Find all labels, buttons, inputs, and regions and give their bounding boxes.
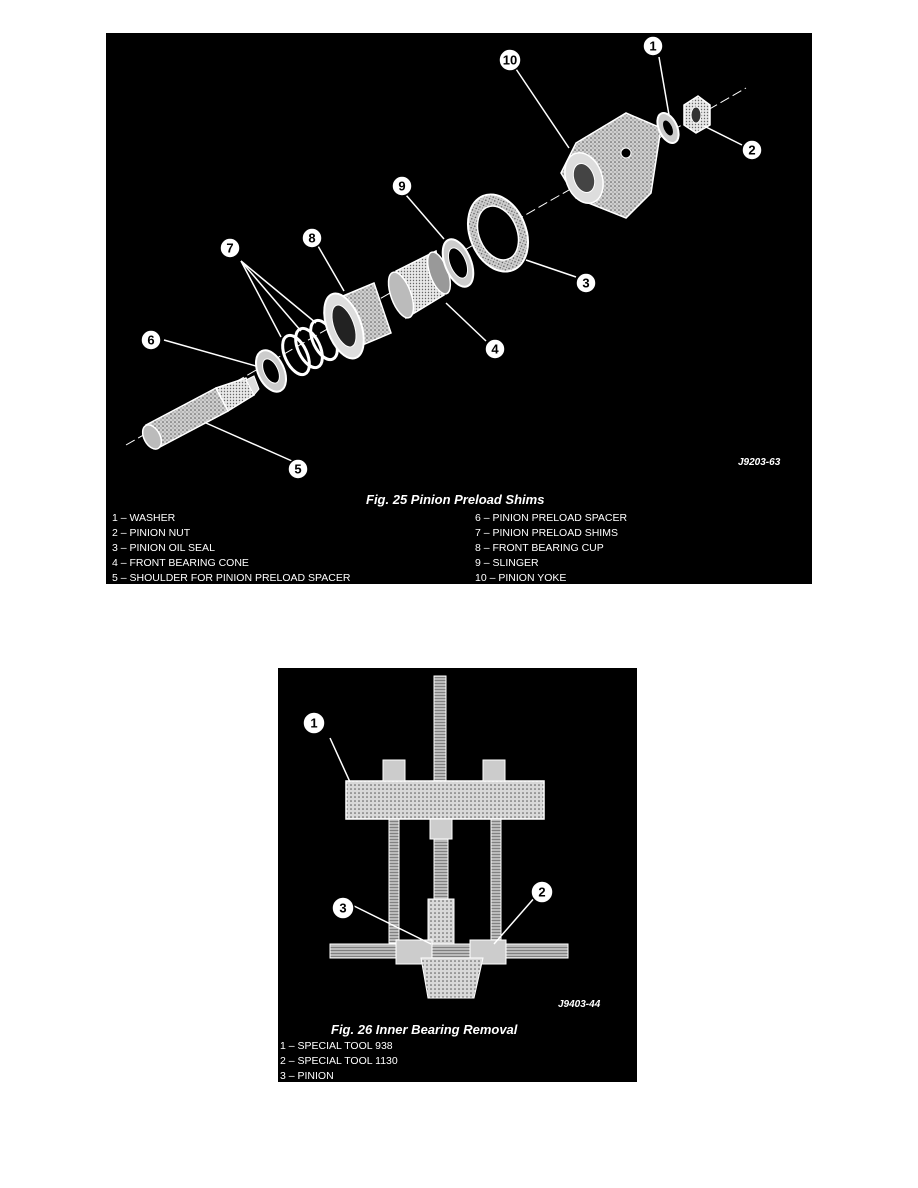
callout-fig26-2: 2 (530, 880, 554, 904)
svg-text:6: 6 (147, 333, 154, 348)
svg-text:1: 1 (649, 39, 656, 54)
svg-text:5: 5 (294, 462, 301, 477)
legend-item: 5 – SHOULDER FOR PINION PRELOAD SPACER (112, 572, 351, 584)
svg-text:7: 7 (226, 241, 233, 256)
callout-2: 2 (741, 139, 763, 161)
slinger-drawing (441, 238, 475, 288)
svg-text:2: 2 (538, 885, 545, 900)
legend-item: 3 – PINION (280, 1070, 334, 1082)
legend-item: 1 – SPECIAL TOOL 938 (280, 1040, 393, 1052)
legend-item: 7 – PINION PRELOAD SHIMS (475, 527, 618, 539)
figure-26-code: J9403-44 (558, 999, 601, 1010)
legend-item: 2 – PINION NUT (112, 527, 191, 539)
figure-25-legend-left: 1 – WASHER 2 – PINION NUT 3 – PINION OIL… (112, 511, 350, 584)
threaded-rod (433, 675, 447, 783)
legend-item: 6 – PINION PRELOAD SPACER (475, 512, 628, 524)
figure-26-illustration: 1 2 3 (302, 675, 569, 999)
figure-26-caption: Fig. 26 Inner Bearing Removal (331, 1022, 518, 1037)
figure-25-code: J9203-63 (738, 457, 781, 468)
svg-text:4: 4 (491, 342, 499, 357)
pinion-nut-drawing (683, 95, 711, 134)
callout-fig26-1: 1 (302, 711, 326, 735)
pinion-shaft (433, 838, 449, 900)
svg-text:10: 10 (503, 53, 517, 68)
figure-25-caption: Fig. 25 Pinion Preload Shims (366, 492, 545, 507)
right-side-rod (490, 818, 502, 944)
leader-lines (163, 56, 743, 462)
pinion-yoke-drawing (560, 112, 662, 219)
svg-text:2: 2 (748, 143, 755, 158)
pinion-oil-seal-drawing (467, 193, 529, 273)
washer-drawing (656, 112, 680, 144)
callout-7: 7 (219, 237, 241, 259)
svg-text:3: 3 (339, 901, 346, 916)
legend-item: 2 – SPECIAL TOOL 1130 (280, 1055, 398, 1067)
figure-25-illustration: 1 2 3 4 5 6 7 8 9 10 (125, 35, 763, 480)
svg-text:3: 3 (582, 276, 589, 291)
left-side-rod (388, 818, 400, 944)
legend-item: 1 – WASHER (112, 512, 176, 524)
callout-1: 1 (642, 35, 664, 57)
callout-10: 10 (498, 48, 522, 72)
front-bearing-cone-drawing (387, 249, 452, 320)
figure-26-inner-bearing-removal: 1 2 3 J9403-44 Fig. 26 Inner Bearing Rem… (278, 668, 637, 1082)
callout-9: 9 (391, 175, 413, 197)
pinion-gear (420, 957, 484, 999)
callout-6: 6 (140, 329, 162, 351)
legend-item: 4 – FRONT BEARING CONE (112, 557, 249, 569)
figure-25-legend-right: 6 – PINION PRELOAD SPACER 7 – PINION PRE… (475, 511, 627, 584)
pinion-shaft-drawing (141, 375, 260, 450)
figure-25-pinion-preload-shims: 1 2 3 4 5 6 7 8 9 10 J9203-63 Fig. 25 Pi… (106, 33, 812, 584)
callout-3: 3 (575, 272, 597, 294)
callout-5: 5 (287, 458, 309, 480)
front-bearing-cup-drawing (323, 281, 392, 360)
right-nut (482, 759, 506, 782)
callout-4: 4 (484, 338, 506, 360)
svg-text:8: 8 (308, 231, 315, 246)
special-tool-938-bar (345, 780, 545, 820)
legend-item: 9 – SLINGER (475, 557, 539, 569)
callout-8: 8 (301, 227, 323, 249)
figure-26-legend: 1 – SPECIAL TOOL 938 2 – SPECIAL TOOL 11… (280, 1039, 398, 1082)
svg-text:9: 9 (398, 179, 405, 194)
callout-fig26-3: 3 (331, 896, 355, 920)
special-tool-1130-plate (329, 943, 569, 959)
legend-item: 10 – PINION YOKE (475, 572, 567, 584)
left-nut (382, 759, 406, 782)
svg-text:1: 1 (310, 716, 317, 731)
preload-spacer-drawing (254, 349, 288, 393)
legend-item: 3 – PINION OIL SEAL (112, 542, 215, 554)
legend-item: 8 – FRONT BEARING CUP (475, 542, 604, 554)
